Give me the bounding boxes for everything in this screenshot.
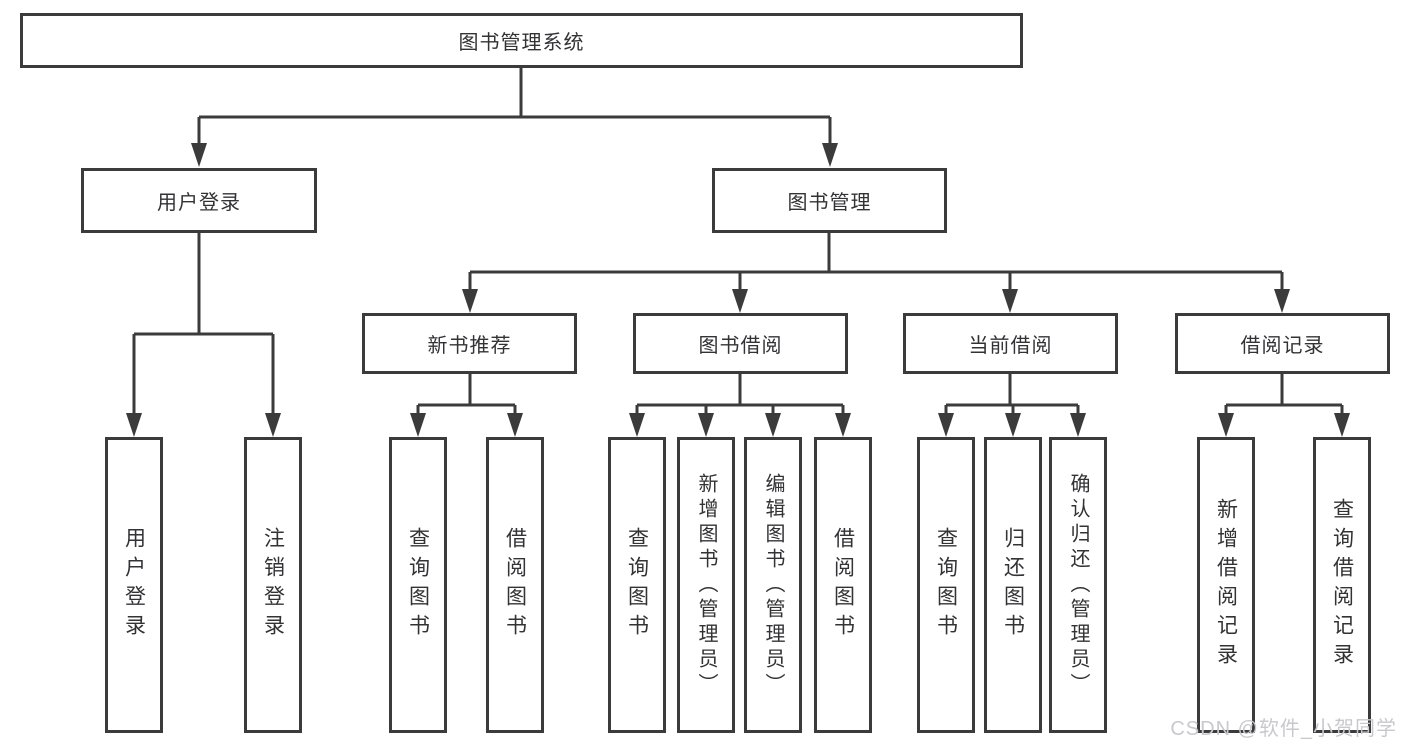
watermark: CSDN @软件_小贺同学	[1170, 718, 1397, 740]
leaf-query-books-recommend-label: 查询图书	[406, 527, 430, 643]
leaf-logout: 注销登录	[244, 437, 302, 733]
node-new-book-recommend: 新书推荐	[362, 313, 577, 374]
leaf-query-books-current: 查询图书	[917, 437, 975, 733]
connector-new-book	[416, 374, 517, 415]
leaf-add-borrow-record-label: 新增借阅记录	[1214, 498, 1238, 672]
leaf-edit-book-admin: 编辑图书（管理员）	[744, 437, 802, 733]
node-user-login-label: 用户登录	[157, 192, 241, 214]
node-library-system: 图书管理系统	[20, 13, 1023, 68]
leaf-query-books-borrowing: 查询图书	[608, 437, 666, 733]
node-current-borrowing: 当前借阅	[903, 313, 1118, 374]
leaf-user-login: 用户登录	[105, 437, 163, 733]
node-book-borrowing: 图书借阅	[633, 313, 848, 374]
leaf-query-borrow-record: 查询借阅记录	[1313, 437, 1371, 733]
arrowheads	[126, 143, 1350, 437]
leaf-borrow-books-borrowing: 借阅图书	[814, 437, 872, 733]
node-new-book-recommend-label: 新书推荐	[427, 335, 512, 357]
leaf-add-borrow-record: 新增借阅记录	[1197, 437, 1255, 733]
node-borrowing-records: 借阅记录	[1175, 313, 1390, 374]
leaf-confirm-return-admin-label: 确认归还（管理员）	[1067, 472, 1089, 698]
leaf-query-books-borrowing-label: 查询图书	[625, 527, 649, 643]
node-book-borrowing-label: 图书借阅	[698, 335, 783, 357]
leaf-user-login-label: 用户登录	[122, 527, 146, 643]
connector-book-management	[468, 233, 1284, 291]
leaf-logout-label: 注销登录	[261, 527, 285, 643]
node-book-management: 图书管理	[712, 168, 947, 233]
node-library-system-label: 图书管理系统	[458, 32, 585, 54]
connector-current-borrowing	[944, 374, 1080, 415]
node-book-management-label: 图书管理	[787, 192, 872, 214]
node-user-login: 用户登录	[81, 168, 317, 233]
leaf-borrow-books-recommend-label: 借阅图书	[503, 527, 527, 643]
leaf-query-borrow-record-label: 查询借阅记录	[1330, 498, 1354, 672]
leaf-borrow-books-borrowing-label: 借阅图书	[831, 527, 855, 643]
leaf-return-book: 归还图书	[984, 437, 1042, 733]
leaf-borrow-books-recommend: 借阅图书	[486, 437, 544, 733]
node-borrowing-records-label: 借阅记录	[1240, 335, 1325, 357]
leaf-return-book-label: 归还图书	[1001, 527, 1025, 643]
connector-borrowing-records	[1224, 374, 1344, 415]
connector-root	[197, 68, 832, 145]
connector-book-borrowing	[635, 374, 845, 415]
leaf-query-books-recommend: 查询图书	[389, 437, 447, 733]
leaf-add-book-admin: 新增图书（管理员）	[677, 437, 735, 733]
leaf-query-books-current-label: 查询图书	[934, 527, 958, 643]
connector-user-login	[132, 233, 275, 415]
leaf-confirm-return-admin: 确认归还（管理员）	[1049, 437, 1107, 733]
leaf-add-book-admin-label: 新增图书（管理员）	[695, 472, 717, 698]
leaf-edit-book-admin-label: 编辑图书（管理员）	[762, 472, 784, 698]
node-current-borrowing-label: 当前借阅	[968, 335, 1053, 357]
